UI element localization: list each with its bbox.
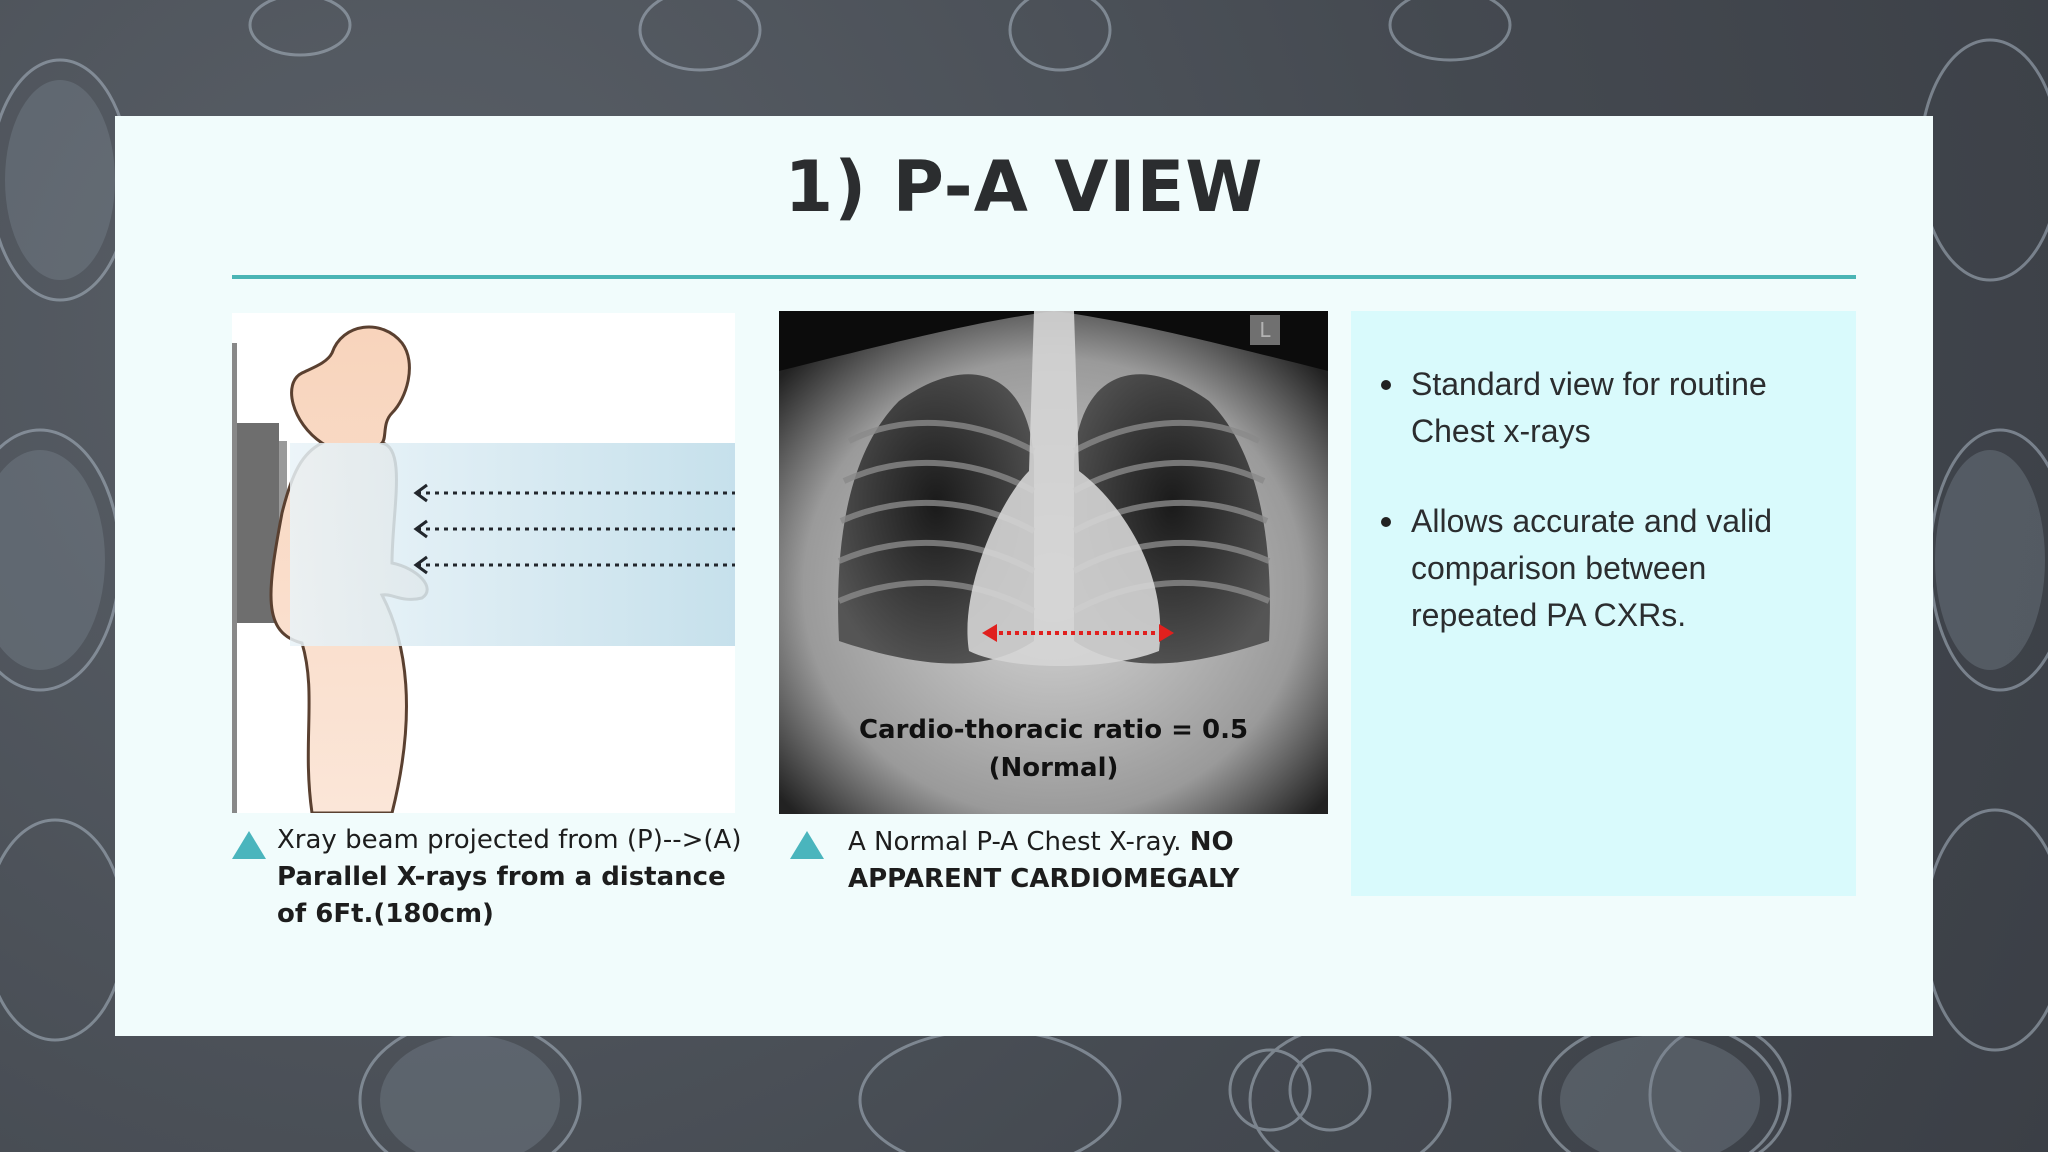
xray-caption-bold: NO APPARENT CARDIOMEGALY [848,827,1240,894]
slide-card: 1) P-A VIEW [115,116,1933,1036]
ctr-annotation-line1: Cardio-thoracic ratio = 0.5 [858,715,1249,745]
slide-title: 1) P-A VIEW [784,146,1264,228]
positioning-diagram-art [232,325,735,813]
ctr-annotation-line2: (Normal) [988,753,1119,783]
bullet-icon [1381,380,1391,390]
title-divider [232,275,1856,279]
key-points-list: Standard view for routine Chest x-rays A… [1351,311,1856,639]
diagram-caption: Xray beam projected from (P)-->(A) Paral… [277,822,757,933]
patient-xray-positioning-illustration [232,313,735,813]
triangle-bullet-icon [790,831,824,859]
diagram-caption-line1: Xray beam projected from (P)-->(A) [277,825,742,855]
key-point-1: Standard view for routine Chest x-rays [1381,361,1816,455]
triangle-bullet-icon [232,831,266,859]
key-points-panel: Standard view for routine Chest x-rays A… [1351,311,1856,896]
key-point-text: Allows accurate and valid comparison bet… [1411,503,1773,633]
bullet-icon [1381,517,1391,527]
key-point-text: Standard view for routine Chest x-rays [1411,366,1767,449]
xray-caption: A Normal P-A Chest X-ray. NO APPARENT CA… [848,824,1318,898]
xray-side-marker: L [1250,315,1280,345]
xray-caption-normal: A Normal P-A Chest X-ray. [848,827,1182,857]
diagram-caption-bold: Parallel X-rays from a distance of 6Ft.(… [277,862,726,929]
chest-xray-art [779,311,1328,814]
key-point-2: Allows accurate and valid comparison bet… [1381,498,1816,639]
ctr-annotation: Cardio-thoracic ratio = 0.5 (Normal) [779,711,1328,787]
chest-xray-image: L Cardio-thoracic ratio = 0.5 (Normal) [779,311,1328,814]
